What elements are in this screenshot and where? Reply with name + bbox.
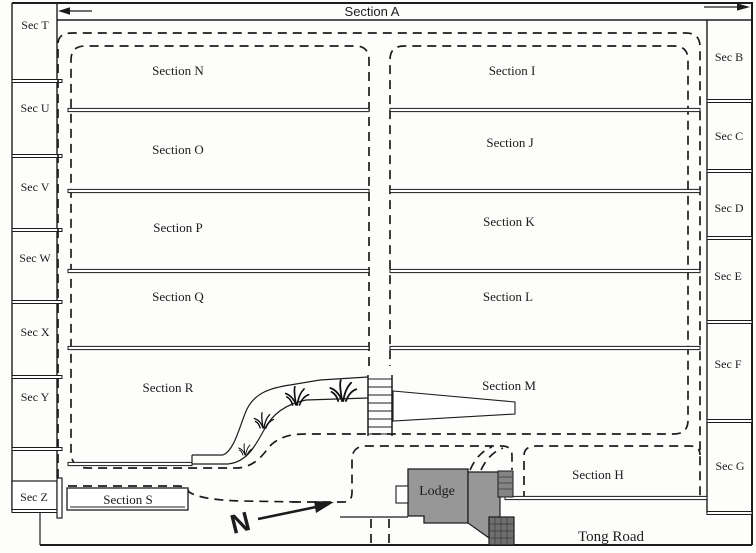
section-p-label: Section P <box>153 220 202 235</box>
stream <box>191 376 369 465</box>
section-roads <box>67 107 708 501</box>
boundary-dashed-paths <box>57 32 701 544</box>
section-q-label: Section Q <box>152 289 204 304</box>
sec-z-label: Sec Z <box>20 490 48 504</box>
sec-c-label: Sec C <box>715 129 743 143</box>
section-h-bottom-road <box>504 495 708 501</box>
section-r-label: Section R <box>143 380 194 395</box>
north-label: N <box>227 506 253 540</box>
sec-d-label: Sec D <box>715 201 744 215</box>
road-arrow-west-icon <box>58 7 92 15</box>
section-o-label: Section O <box>152 142 204 157</box>
lodge-building <box>340 468 515 546</box>
section-r-bottom-road <box>67 461 193 467</box>
sec-e-label: Sec E <box>714 269 742 283</box>
tong-road-label: Tong Road <box>578 529 645 545</box>
grass-tuft-icon <box>329 379 358 402</box>
sec-w-label: Sec W <box>19 251 51 265</box>
sec-x-label: Sec X <box>21 325 50 339</box>
gate-post <box>56 477 63 519</box>
sec-y-label: Sec Y <box>21 390 50 404</box>
grass-tuft-icon <box>284 385 310 406</box>
lodge-annex <box>488 516 515 546</box>
road-arrow-east-icon <box>704 3 750 11</box>
north-arrow: N <box>227 501 334 540</box>
section-j-label: Section J <box>486 135 533 150</box>
section-h-label: Section H <box>572 467 624 482</box>
lodge-tower <box>497 470 514 498</box>
section-s-box <box>66 487 189 511</box>
bridge <box>367 375 393 436</box>
grass-tuft-icon <box>238 443 254 456</box>
sec-g-label: Sec G <box>716 459 745 473</box>
grass-tuft-icon <box>253 412 275 429</box>
sec-u-label: Sec U <box>21 101 50 115</box>
sec-b-label: Sec B <box>715 50 743 64</box>
right-strip <box>706 20 753 515</box>
lodge-porch <box>395 485 409 504</box>
section-m-path-wedge <box>392 390 516 422</box>
lodge-label: Lodge <box>419 484 455 499</box>
sec-f-label: Sec F <box>715 357 742 371</box>
section-m-label: Section M <box>482 378 536 393</box>
section-k-label: Section K <box>483 214 535 229</box>
left-strip <box>11 79 63 519</box>
sec-v-label: Sec V <box>21 180 50 194</box>
section-l-label: Section L <box>483 289 533 304</box>
section-n-label: Section N <box>152 63 204 78</box>
section-i-label: Section I <box>489 63 536 78</box>
section-s-label: Section S <box>103 492 152 507</box>
sec-t-label: Sec T <box>21 18 49 32</box>
section-a-label: Section A <box>345 4 400 19</box>
